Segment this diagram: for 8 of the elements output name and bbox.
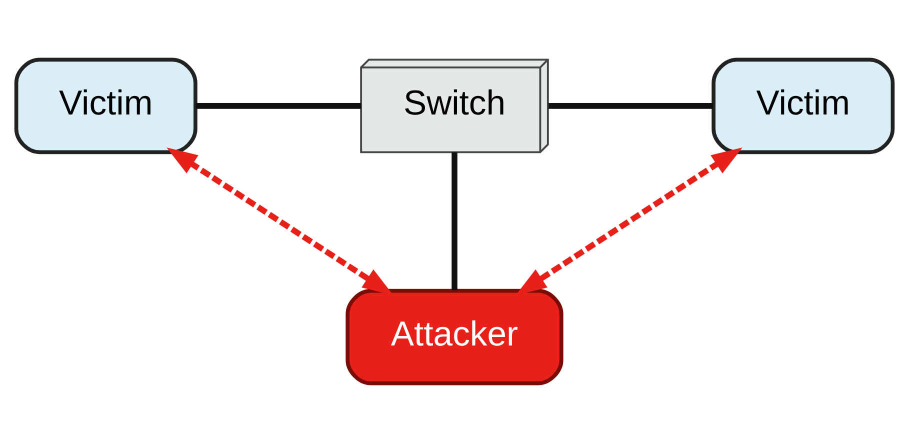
node-box: Attacker bbox=[346, 288, 564, 385]
node-box: Victim bbox=[14, 57, 198, 154]
node-box: Victim bbox=[712, 57, 895, 154]
arrow bbox=[516, 146, 742, 295]
connector bbox=[548, 102, 714, 108]
connector bbox=[196, 102, 361, 108]
arrow bbox=[166, 146, 394, 295]
connector bbox=[452, 152, 458, 290]
